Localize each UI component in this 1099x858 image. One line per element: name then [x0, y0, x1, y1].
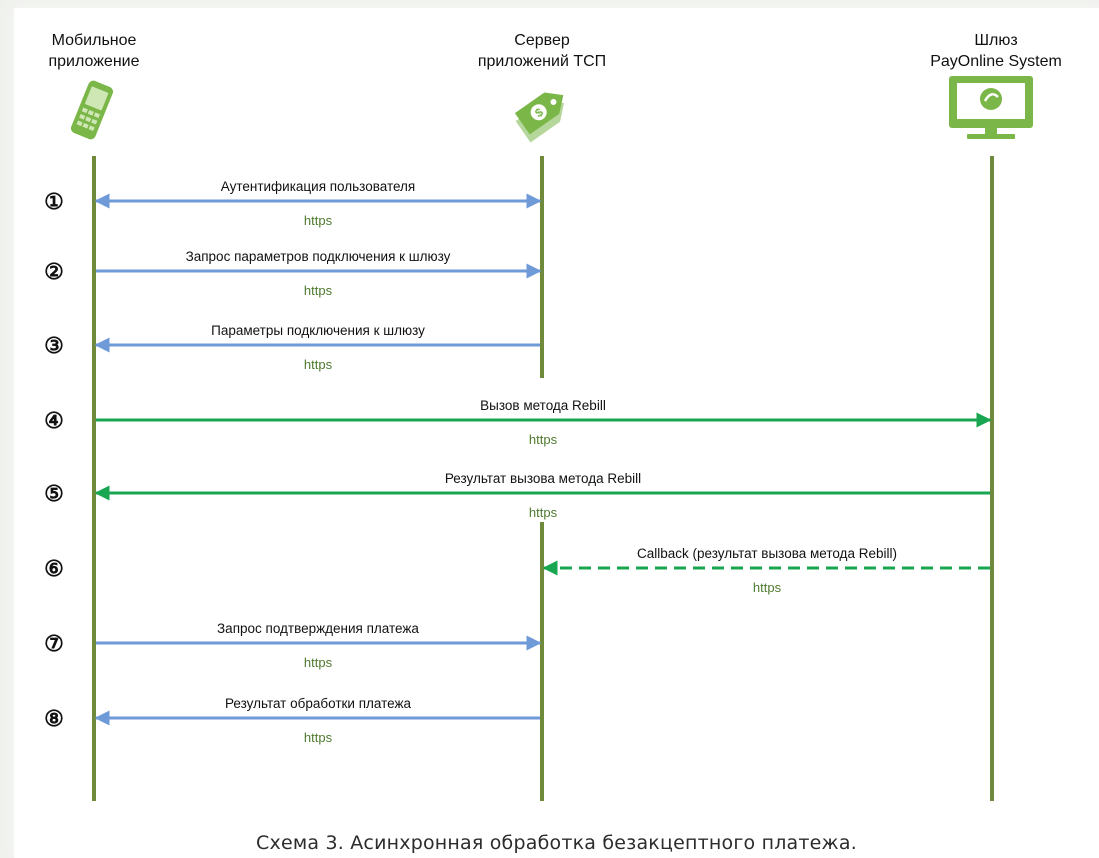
protocol-label: https: [304, 213, 333, 228]
message-label: Результат вызова метода Rebill: [445, 471, 641, 486]
step-7: ⑦ Запрос подтверждения платежа https: [44, 621, 542, 670]
protocol-label: https: [753, 580, 782, 595]
protocol-label: https: [304, 357, 333, 372]
message-label: Запрос параметров подключения к шлюзу: [186, 249, 451, 264]
step-number: ⑦: [44, 631, 64, 656]
message-label: Аутентификация пользователя: [221, 179, 416, 194]
step-number: ⑤: [44, 481, 64, 506]
steps-layer: ① Аутентификация пользователя https ② Запрос…: [44, 179, 992, 745]
protocol-label: https: [304, 730, 333, 745]
diagram-canvas: $ ① Аутентификация пользователя https ② Запр…: [44, 76, 1033, 801]
protocol-label: https: [529, 432, 558, 447]
message-label: Запрос подтверждения платежа: [217, 621, 419, 636]
message-label: Callback (результат вызова метода Rebill…: [637, 546, 897, 561]
protocol-label: https: [304, 283, 333, 298]
step-6: ⑥ Callback (результат вызова метода Rebil…: [44, 546, 990, 595]
protocol-label: https: [304, 655, 333, 670]
step-number: ③: [44, 333, 64, 358]
actor-label-mobile: Мобильное приложение: [48, 32, 140, 70]
diagram-caption: Схема 3. Асинхронная обработка безакцепт…: [256, 832, 857, 854]
step-3: ③ Параметры подключения к шлюзу https: [44, 323, 540, 372]
monitor-icon: [949, 76, 1033, 139]
step-2: ② Запрос параметров подключения к шлюзу ht…: [44, 249, 542, 298]
price-tag-icon: $: [514, 92, 565, 143]
message-label: Вызов метода Rebill: [480, 398, 606, 413]
mobile-phone-icon: [70, 80, 114, 140]
protocol-label: https: [529, 505, 558, 520]
sequence-diagram: Мобильное приложение Сервер приложений Т…: [14, 8, 1099, 858]
actor-label-gateway: Шлюз PayOnline System: [930, 32, 1062, 70]
step-1: ① Аутентификация пользователя https: [44, 179, 542, 228]
step-number: ⑧: [44, 706, 64, 731]
step-number: ②: [44, 259, 64, 284]
actor-label-server: Сервер приложений ТСП: [477, 32, 607, 70]
step-number: ⑥: [44, 556, 64, 581]
message-label: Результат обработки платежа: [225, 696, 412, 711]
step-4: ④ Вызов метода Rebill https: [44, 398, 992, 447]
step-8: ⑧ Результат обработки платежа https: [44, 696, 540, 745]
step-number: ①: [44, 189, 64, 214]
message-label: Параметры подключения к шлюзу: [211, 323, 425, 338]
step-5: ⑤ Результат вызова метода Rebill https: [44, 471, 990, 520]
step-number: ④: [44, 408, 64, 433]
